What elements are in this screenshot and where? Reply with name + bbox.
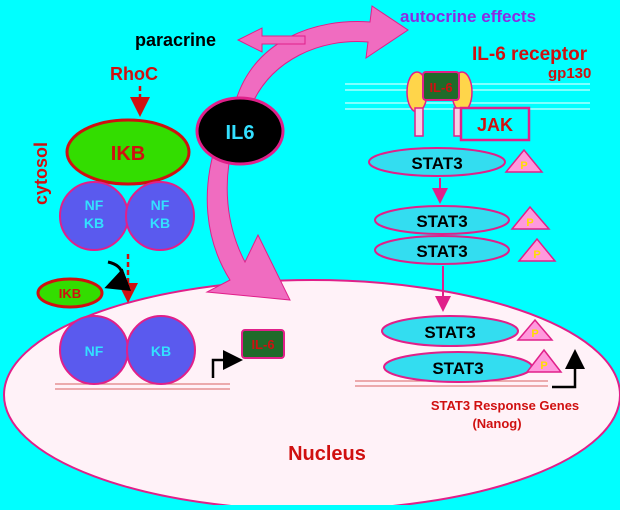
stat3-cascade [368, 147, 563, 383]
paracrine-label: paracrine [135, 30, 216, 50]
il6-transcription-arrow [211, 350, 243, 378]
paracrine-arrow [236, 27, 306, 53]
nucleus-ellipse [3, 279, 620, 510]
il6-receptor-complex [406, 71, 473, 137]
rhoc-label: RhoC [110, 64, 158, 84]
ikb-release-arrow [104, 260, 132, 291]
response-genes-label-line2: (Nanog) [472, 416, 521, 431]
il6-cytokine-label: IL6 [226, 122, 255, 144]
nfkb-cytosol-left-kb: KB [84, 215, 104, 231]
nfkb-nuclear-right-label: KB [151, 343, 171, 359]
ikb-complex-label: IKB [111, 143, 145, 165]
nucleus-label: Nucleus [288, 443, 366, 465]
receptor-ligand-label: IL-6 [429, 80, 452, 95]
il6-receptor-label: IL-6 receptor [472, 44, 588, 65]
il6-gene-box [241, 329, 285, 359]
autocrine-label: autocrine effects [400, 7, 536, 26]
ikb-released [36, 277, 104, 309]
stat3-nuclear-top-label: STAT3 [424, 323, 475, 342]
stat3-dimer-top-label: STAT3 [416, 212, 467, 231]
phospho-4: P [531, 328, 538, 340]
stat3-nuclear-bottom-label: STAT3 [432, 359, 483, 378]
il6-cytokine [195, 96, 285, 166]
nfkb-cytosol-left-nf: NF [85, 197, 104, 213]
response-genes-label-line1: STAT3 Response Genes [431, 398, 579, 413]
jak-box [459, 106, 531, 142]
cytosol-label: cytosol [31, 142, 51, 205]
response-gene-arrow [552, 349, 585, 389]
autocrine-arrow [235, 5, 409, 105]
phospho-2: P [526, 217, 533, 229]
stat3-monomer-label: STAT3 [411, 154, 462, 173]
gp130-label: gp130 [548, 65, 591, 82]
nfkb-cytosol-right-kb: KB [150, 215, 170, 231]
ikb-complex [65, 118, 191, 186]
dna-lines-left [55, 383, 230, 390]
nfkb-cytosol-right-nf: NF [151, 197, 170, 213]
nfkb-nuclear-right [126, 315, 196, 385]
nfkb-cytosol-right [125, 181, 195, 251]
jak-label: JAK [477, 115, 513, 135]
stat3-dimer-bottom-label: STAT3 [416, 242, 467, 261]
nfkb-nuclear-left-label: NF [85, 343, 104, 359]
phospho-3: P [533, 249, 540, 261]
phospho-1: P [520, 160, 527, 172]
ikb-released-label: IKB [59, 286, 81, 301]
il6-secretion-arrow [205, 137, 291, 301]
phospho-5: P [540, 360, 547, 372]
il6-gene-label: IL-6 [251, 337, 274, 352]
